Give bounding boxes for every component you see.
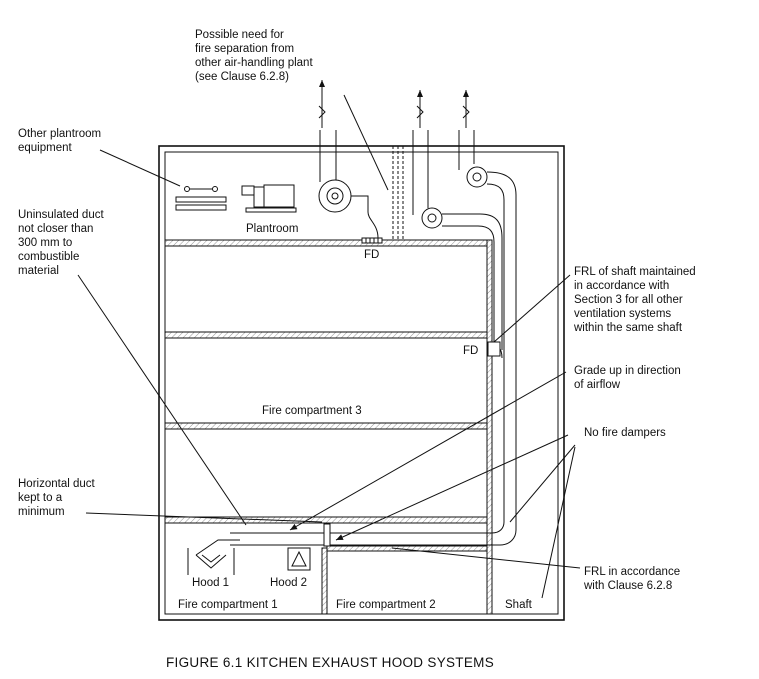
building-structure <box>158 145 565 621</box>
label-horizontal-duct-2: kept to a <box>18 492 63 504</box>
room-fire-compartment-2: Fire compartment 2 <box>336 599 436 611</box>
label-uninsulated-duct-2: not closer than <box>18 223 93 235</box>
label-uninsulated-duct-5: material <box>18 265 59 277</box>
label-other-plantroom: Other plantroom equipment <box>18 128 101 154</box>
hood-1-label: Hood 1 <box>192 577 229 589</box>
label-uninsulated-duct: Uninsulated duct not closer than 300 mm … <box>18 209 104 277</box>
exhaust-stacks <box>318 80 475 215</box>
leader-lines <box>77 94 581 599</box>
label-possible-need-4: (see Clause 6.2.8) <box>195 71 289 83</box>
label-frl-shaft-1: FRL of shaft maintained <box>574 266 696 278</box>
fd-label-shaft: FD <box>463 345 478 357</box>
compartment-2-ceiling <box>326 545 488 552</box>
hood-1-symbol <box>187 539 240 575</box>
label-possible-need-2: fire separation from <box>195 43 294 55</box>
room-fire-compartment-1: Fire compartment 1 <box>178 599 278 611</box>
label-horizontal-duct-3: minimum <box>18 506 65 518</box>
slab-plantroom <box>164 239 488 247</box>
second-fan <box>421 166 488 229</box>
label-frl-clause: FRL in accordance with Clause 6.2.8 <box>583 566 680 592</box>
label-possible-need-1: Possible need for <box>195 29 284 41</box>
label-other-plantroom-2: equipment <box>18 142 73 154</box>
building-outline <box>158 145 565 621</box>
room-shaft: Shaft <box>505 599 533 611</box>
compartment-2-wall <box>321 547 328 615</box>
fire-damper-shaft <box>486 341 503 359</box>
hood-2-label: Hood 2 <box>270 577 307 589</box>
slab-level-3 <box>164 422 488 430</box>
label-frl-shaft: FRL of shaft maintained in accordance wi… <box>573 266 696 334</box>
horizontal-duct <box>230 523 331 547</box>
label-grade-up-1: Grade up in direction <box>574 365 681 377</box>
hood-2-symbol <box>287 547 311 571</box>
other-plant-equipment <box>175 184 297 213</box>
fire-damper-plantroom <box>361 237 383 244</box>
label-other-plantroom-1: Other plantroom <box>18 128 101 140</box>
label-horizontal-duct: Horizontal duct kept to a minimum <box>18 478 96 518</box>
label-no-fire-dampers: No fire dampers <box>584 427 666 439</box>
building-inner-outline <box>164 151 559 615</box>
room-plantroom: Plantroom <box>246 223 298 235</box>
label-frl-shaft-5: within the same shaft <box>573 322 683 334</box>
label-frl-clause-2: with Clause 6.2.8 <box>583 580 672 592</box>
exhaust-riser <box>230 171 517 546</box>
shaft-wall <box>486 239 493 615</box>
slab-level-2 <box>164 331 488 339</box>
label-grade-up-2: of airflow <box>574 379 621 391</box>
label-grade-up: Grade up in direction of airflow <box>574 365 681 391</box>
label-possible-need-3: other air-handling plant <box>195 57 313 69</box>
label-uninsulated-duct-4: combustible <box>18 251 79 263</box>
label-possible-need: Possible need for fire separation from o… <box>195 29 313 83</box>
figure-caption: FIGURE 6.1 KITCHEN EXHAUST HOOD SYSTEMS <box>166 655 494 670</box>
label-horizontal-duct-1: Horizontal duct <box>18 478 96 490</box>
label-frl-shaft-4: ventilation systems <box>574 308 671 320</box>
room-fire-compartment-3: Fire compartment 3 <box>262 405 362 417</box>
fd-label-plantroom: FD <box>364 249 379 261</box>
label-uninsulated-duct-3: 300 mm to <box>18 237 72 249</box>
label-frl-shaft-2: in accordance with <box>574 280 669 292</box>
label-uninsulated-duct-1: Uninsulated duct <box>18 209 104 221</box>
exhaust-fan <box>318 130 379 239</box>
label-frl-clause-1: FRL in accordance <box>584 566 680 578</box>
label-frl-shaft-3: Section 3 for all other <box>574 294 683 306</box>
